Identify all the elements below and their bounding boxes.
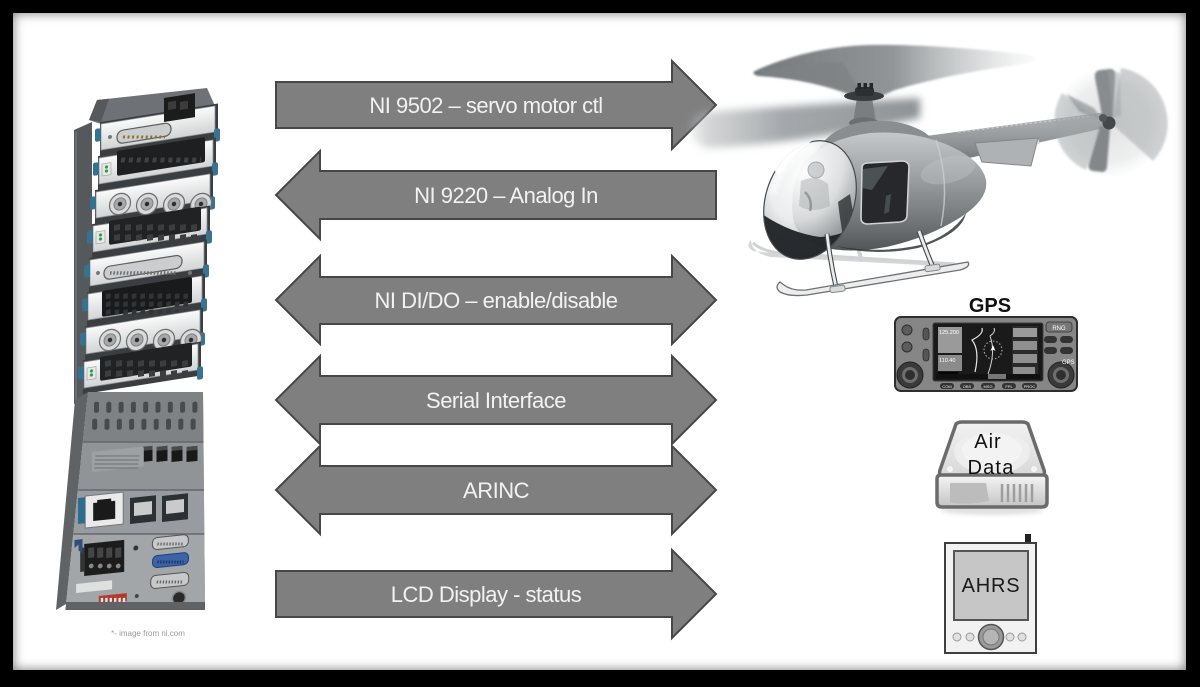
svg-text:LCD Display - status: LCD Display - status — [391, 582, 582, 607]
svg-text:AHRS: AHRS — [962, 575, 1021, 597]
svg-text:110.40: 110.40 — [939, 358, 955, 364]
svg-text:GPS: GPS — [969, 295, 1011, 317]
svg-text:Serial Interface: Serial Interface — [426, 388, 566, 413]
svg-text:125.200: 125.200 — [939, 330, 959, 336]
svg-text:OBS: OBS — [963, 384, 972, 389]
svg-text:NI DI/DO – enable/disable: NI DI/DO – enable/disable — [374, 288, 617, 313]
svg-text:ARINC: ARINC — [463, 478, 530, 503]
svg-text:GPS: GPS — [1062, 360, 1075, 366]
svg-text:FPL: FPL — [1005, 384, 1013, 389]
svg-text:COM: COM — [942, 384, 951, 389]
svg-text:Air: Air — [974, 431, 1001, 453]
svg-text:NI 9220 – Analog In: NI 9220 – Analog In — [414, 183, 598, 208]
svg-text:MSG: MSG — [983, 384, 992, 389]
svg-text:PROC: PROC — [1024, 384, 1036, 389]
svg-text:NI 9502 – servo motor ctl: NI 9502 – servo motor ctl — [369, 93, 602, 118]
svg-text:RNG: RNG — [1052, 326, 1066, 332]
svg-text:Data: Data — [967, 457, 1014, 479]
svg-text:*- image from ni.com: *- image from ni.com — [111, 629, 185, 638]
